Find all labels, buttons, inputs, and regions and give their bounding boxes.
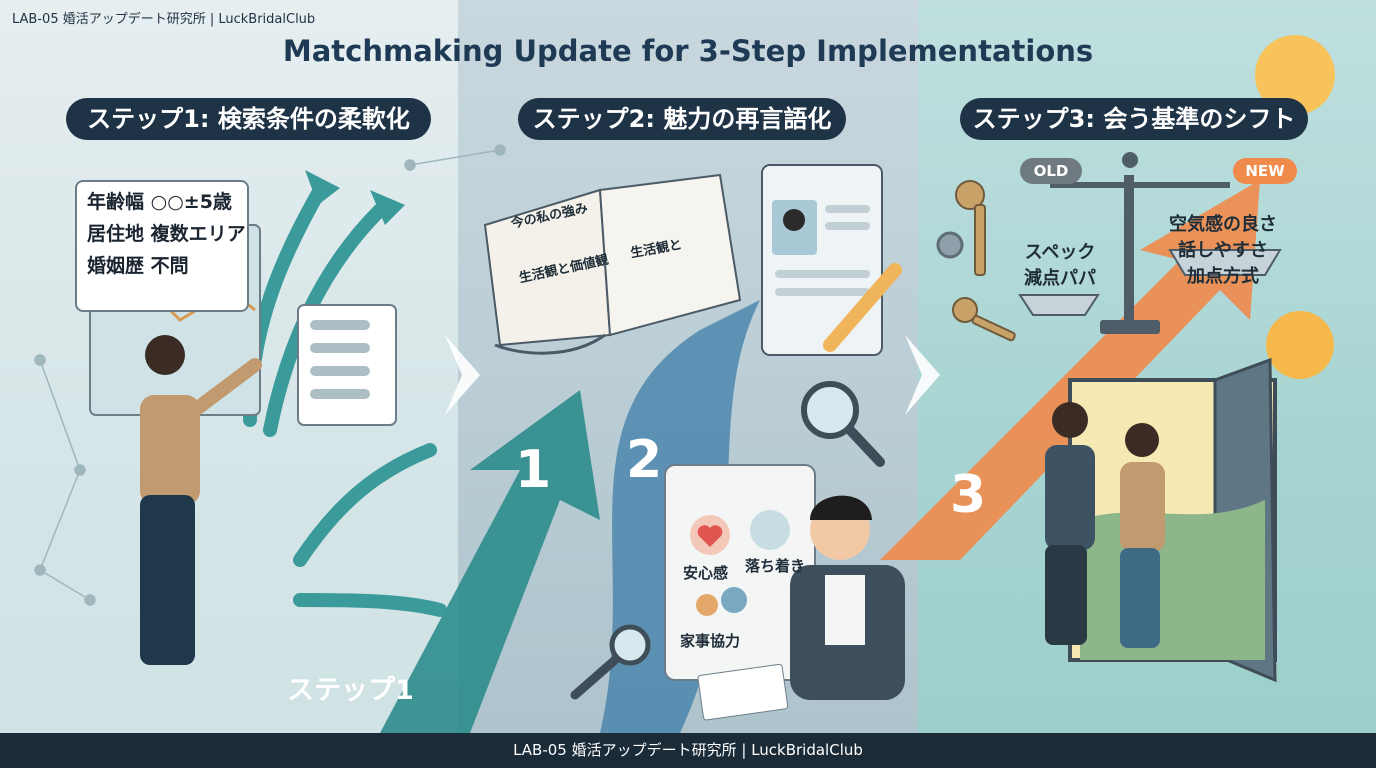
page-title: Matchmaking Update for 3-Step Implementa… (282, 34, 1094, 68)
chevron-separator-2 (905, 335, 940, 415)
arrow-head (370, 190, 405, 225)
step1-footer-label: ステップ1 (287, 675, 414, 706)
network-decoration (34, 144, 506, 606)
open-book (483, 173, 742, 355)
new-tag: NEW (1233, 158, 1297, 184)
step2-number: 2 (626, 430, 663, 490)
profile-card (761, 164, 883, 356)
trait-housework: 家事協力 (680, 632, 741, 650)
new-criteria-line: 空気感の良さ (1169, 214, 1277, 235)
old-criteria: スペック 減点パパ (1015, 238, 1105, 290)
illustration-layer (34, 35, 1335, 733)
magnifier-icon (801, 381, 885, 467)
sun-icon-small (1266, 311, 1334, 379)
step3-big-arrow (880, 180, 1260, 560)
sun-icon (1255, 35, 1335, 115)
brand-label: LAB-05 婚活アップデート研究所 | LuckBridalClub (12, 12, 316, 27)
chevron-separator-1 (445, 335, 480, 415)
condition-marital: 婚姻歴 不問 (87, 255, 189, 277)
door-illustration (1068, 357, 1277, 683)
family-icon (696, 594, 718, 616)
trait-security: 安心感 (683, 564, 729, 582)
new-criteria: 空気感の良さ 話しやすさ 加点方式 (1168, 212, 1278, 290)
new-criteria-line: 話しやすさ (1178, 240, 1268, 261)
new-criteria-line: 加点方式 (1187, 266, 1259, 287)
step1-number: 1 (515, 440, 552, 500)
gear-icon (936, 231, 964, 259)
condition-residence: 居住地 複数エリア (87, 223, 246, 245)
footer-bar: LAB-05 婚活アップデート研究所 | LuckBridalClub (0, 733, 1376, 768)
notepad (697, 663, 789, 721)
step1-heading: ステップ1: 検索条件の柔軟化 (66, 98, 431, 140)
step2-heading: ステップ2: 魅力の再言語化 (518, 98, 846, 140)
couple-illustration (1045, 402, 1165, 648)
balance-scale (1018, 152, 1282, 334)
condition-age: 年齢幅 ○○±5歳 (87, 191, 232, 213)
trait-calm: 落ち着き (745, 557, 806, 575)
moon-icon (750, 510, 790, 550)
magnifier-icon-small (570, 624, 651, 700)
pencil-icon (823, 263, 902, 352)
search-conditions-card: 年齢幅 ○○±5歳 居住地 複数エリア 婚姻歴 不問 (75, 180, 249, 312)
step3-heading: ステップ3: 会う基準のシフト (960, 98, 1308, 140)
key-icons (952, 180, 1016, 342)
old-criteria-line: 減点パパ (1024, 268, 1096, 289)
man-writing-illustration (790, 495, 905, 700)
step3-number: 3 (950, 465, 987, 525)
old-criteria-line: スペック (1024, 242, 1096, 263)
old-tag: OLD (1020, 158, 1082, 184)
woman-illustration (140, 335, 262, 665)
step1-big-arrow (380, 390, 600, 733)
arrow-head (305, 170, 340, 205)
